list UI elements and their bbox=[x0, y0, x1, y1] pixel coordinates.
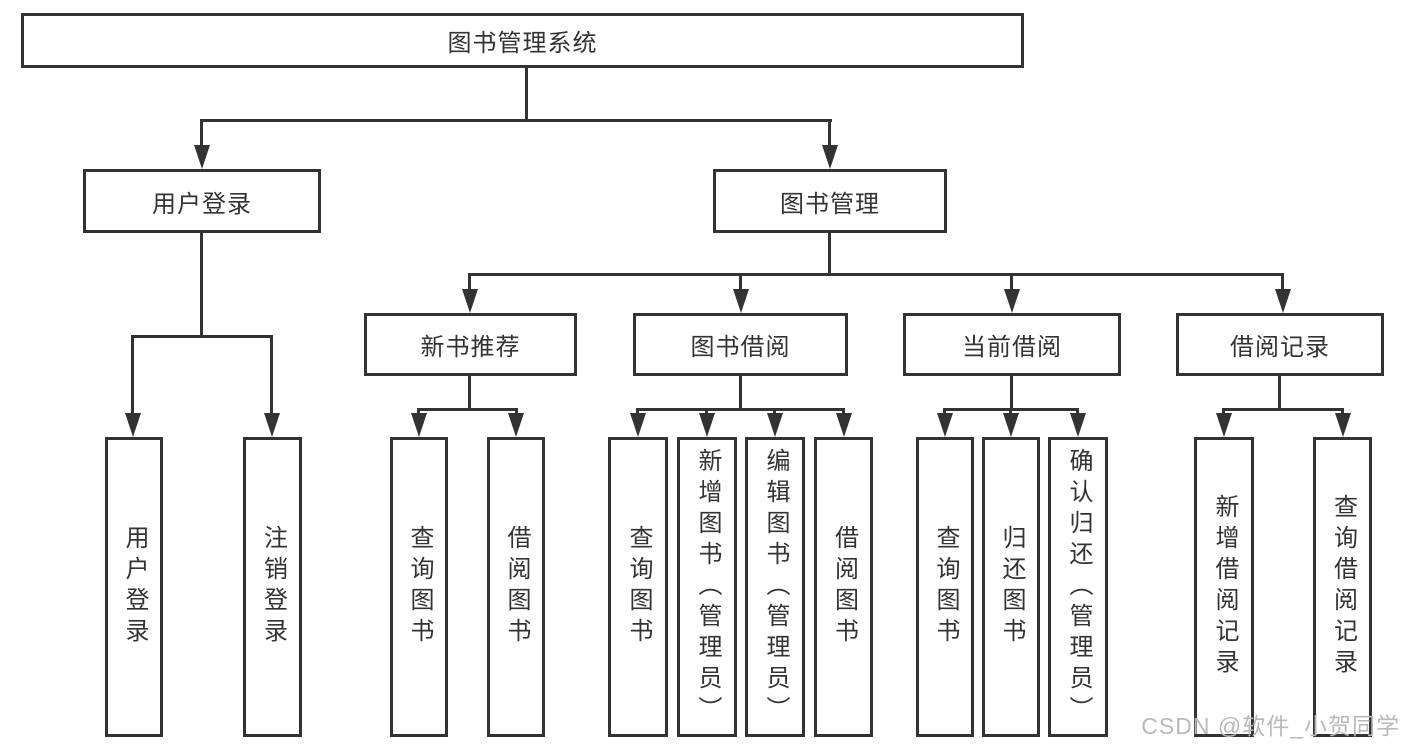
leaf-label: 确认归还（管理员） bbox=[1065, 447, 1092, 727]
leaf-query-books-3: 查询图书 bbox=[916, 437, 974, 737]
leaf-borrow-books-2: 借阅图书 bbox=[814, 437, 873, 737]
connector-line bbox=[270, 335, 273, 420]
arrowhead-icon bbox=[1335, 413, 1351, 437]
leaf-label: 归还图书 bbox=[998, 525, 1025, 649]
arrowhead-icon bbox=[767, 413, 783, 437]
node-borrow-records-label: 借阅记录 bbox=[1230, 334, 1330, 361]
leaf-add-books-admin: 新增图书（管理员） bbox=[677, 437, 737, 737]
node-book-management-label: 图书管理 bbox=[780, 190, 880, 218]
leaf-edit-books-admin: 编辑图书（管理员） bbox=[745, 437, 805, 737]
leaf-label: 借阅图书 bbox=[830, 525, 858, 649]
connector-line bbox=[200, 119, 203, 151]
leaf-return-books: 归还图书 bbox=[982, 437, 1040, 737]
leaf-borrow-books-1: 借阅图书 bbox=[487, 437, 545, 737]
leaf-label: 用户登录 bbox=[121, 525, 148, 649]
connector-line bbox=[131, 335, 134, 420]
connector-line bbox=[1222, 408, 1344, 411]
leaf-label: 新增借阅记录 bbox=[1211, 494, 1238, 680]
arrowhead-icon bbox=[508, 413, 524, 437]
arrowhead-icon bbox=[125, 413, 141, 437]
node-borrow-records: 借阅记录 bbox=[1176, 313, 1384, 376]
arrowhead-icon bbox=[630, 413, 646, 437]
arrowhead-icon bbox=[1004, 289, 1020, 313]
leaf-label: 查询图书 bbox=[932, 525, 959, 649]
connector-line bbox=[828, 233, 831, 276]
connector-line bbox=[739, 273, 742, 295]
arrowhead-icon bbox=[264, 413, 280, 437]
arrowhead-icon bbox=[194, 145, 210, 169]
node-root-label: 图书管理系统 bbox=[447, 30, 598, 57]
arrowhead-icon bbox=[462, 289, 478, 313]
node-user-login-label: 用户登录 bbox=[152, 190, 252, 218]
connector-line bbox=[1281, 273, 1284, 295]
connector-line bbox=[468, 273, 1284, 276]
arrowhead-icon bbox=[1003, 413, 1019, 437]
node-current-borrow-label: 当前借阅 bbox=[962, 334, 1062, 361]
node-root: 图书管理系统 bbox=[21, 13, 1024, 68]
connector-line bbox=[417, 408, 518, 411]
leaf-add-borrow-record: 新增借阅记录 bbox=[1194, 437, 1254, 737]
connector-line bbox=[131, 335, 273, 338]
leaf-user-login: 用户登录 bbox=[105, 437, 163, 737]
leaf-label: 编辑图书（管理员） bbox=[762, 447, 789, 727]
csdn-watermark: CSDN @软件_小贺同学 bbox=[1141, 713, 1400, 739]
arrowhead-icon bbox=[822, 145, 838, 169]
connector-line bbox=[1278, 376, 1281, 411]
arrowhead-icon bbox=[733, 289, 749, 313]
node-book-management: 图书管理 bbox=[713, 169, 947, 233]
leaf-label: 借阅图书 bbox=[503, 525, 530, 649]
connector-line bbox=[1010, 273, 1013, 295]
leaf-label: 查询借阅记录 bbox=[1329, 494, 1357, 680]
leaf-query-books-2: 查询图书 bbox=[608, 437, 668, 737]
node-book-borrow-label: 图书借阅 bbox=[690, 334, 791, 361]
arrowhead-icon bbox=[699, 413, 715, 437]
arrowhead-icon bbox=[1070, 413, 1086, 437]
leaf-query-borrow-record: 查询借阅记录 bbox=[1313, 437, 1372, 737]
connector-line bbox=[468, 376, 471, 411]
connector-line bbox=[468, 273, 471, 295]
leaf-logout: 注销登录 bbox=[243, 437, 302, 737]
arrowhead-icon bbox=[836, 413, 852, 437]
connector-line bbox=[201, 119, 832, 122]
leaf-label: 新增图书（管理员） bbox=[694, 447, 721, 727]
connector-line bbox=[828, 119, 831, 151]
leaf-confirm-return-admin: 确认归还（管理员） bbox=[1048, 437, 1108, 737]
arrowhead-icon bbox=[1216, 413, 1232, 437]
connector-line bbox=[525, 68, 528, 122]
connector-line bbox=[739, 376, 742, 411]
node-user-login: 用户登录 bbox=[83, 169, 321, 233]
leaf-label: 注销登录 bbox=[259, 525, 287, 649]
leaf-label: 查询图书 bbox=[406, 525, 433, 649]
arrowhead-icon bbox=[937, 413, 953, 437]
arrowhead-icon bbox=[411, 413, 427, 437]
connector-line bbox=[1010, 376, 1013, 411]
node-new-book-recommend: 新书推荐 bbox=[364, 313, 577, 376]
connector-line bbox=[636, 408, 845, 411]
node-book-borrow: 图书借阅 bbox=[633, 313, 848, 376]
connector-line bbox=[200, 233, 203, 338]
arrowhead-icon bbox=[1275, 289, 1291, 313]
node-new-book-recommend-label: 新书推荐 bbox=[420, 334, 521, 361]
leaf-query-books-1: 查询图书 bbox=[390, 437, 448, 737]
leaf-label: 查询图书 bbox=[625, 525, 652, 649]
node-current-borrow: 当前借阅 bbox=[903, 313, 1121, 376]
